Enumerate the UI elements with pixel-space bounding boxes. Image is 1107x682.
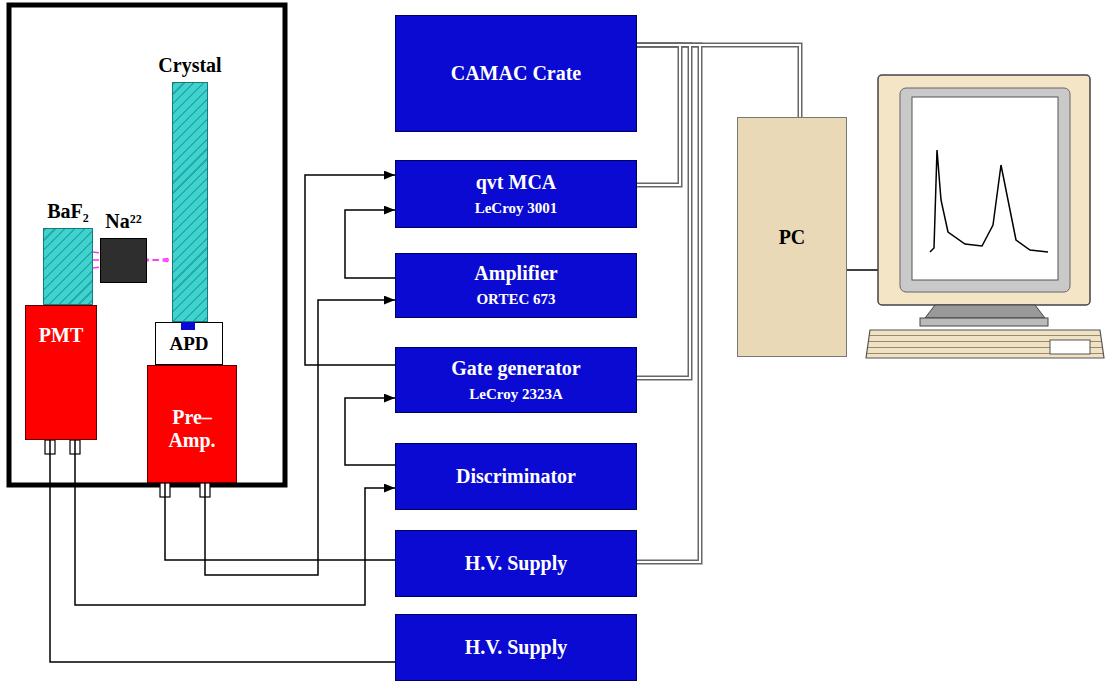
module-box: Discriminator xyxy=(395,443,637,510)
model-label: LeCroy 2323A xyxy=(469,386,562,403)
box-title: H.V. Supply xyxy=(465,552,567,575)
part-label: Na²² xyxy=(105,210,141,239)
module-box: CAMAC Crate xyxy=(395,15,637,132)
camac-bus xyxy=(637,45,700,562)
box-title: Discriminator xyxy=(456,465,576,488)
photodiode: APD xyxy=(155,322,223,365)
box-title: Pre– Amp. xyxy=(152,406,232,452)
module-box: Gate generatorLeCroy 2323A xyxy=(395,347,637,413)
model-label: ORTEC 673 xyxy=(476,291,555,308)
module-box: AmplifierORTEC 673 xyxy=(395,253,637,318)
module-box: H.V. Supply xyxy=(395,614,637,681)
baf2-crystal: BaF₂ xyxy=(43,228,93,305)
bus-core xyxy=(637,45,700,562)
box-title: H.V. Supply xyxy=(465,636,567,659)
camac-bus xyxy=(637,45,690,378)
signal-cable xyxy=(345,210,395,278)
part-label: BaF₂ xyxy=(47,200,89,229)
camac-bus xyxy=(637,45,680,185)
camac-bus xyxy=(637,45,800,117)
module-box: qvt MCA LeCroy 3001 xyxy=(395,160,637,228)
box-title: APD xyxy=(169,333,208,355)
computer-box: PC xyxy=(737,117,847,357)
monitor xyxy=(866,75,1104,358)
detector-housing xyxy=(9,5,285,485)
model-label: LeCroy 3001 xyxy=(475,200,558,217)
signal-cable xyxy=(165,483,395,560)
radioactive-source: Na²² xyxy=(100,238,147,283)
photomultiplier: PMT xyxy=(25,305,97,440)
preamplifier: Pre– Amp. xyxy=(147,365,237,483)
signal-cable xyxy=(305,175,395,365)
box-title: Gate generator xyxy=(451,357,580,380)
part-label: Crystal xyxy=(158,54,221,83)
video-cable xyxy=(847,269,878,271)
box-title: Amplifier xyxy=(474,262,557,285)
bus-core xyxy=(637,45,800,117)
box-title: CAMAC Crate xyxy=(451,62,582,85)
bus-core xyxy=(637,45,690,378)
module-box: H.V. Supply xyxy=(395,530,637,597)
bus-core xyxy=(637,45,680,185)
box-title: PC xyxy=(779,226,806,249)
signal-cable xyxy=(345,398,395,465)
box-title: qvt MCA xyxy=(476,171,557,194)
box-title: PMT xyxy=(39,324,83,347)
test-crystal: Crystal xyxy=(172,82,208,322)
